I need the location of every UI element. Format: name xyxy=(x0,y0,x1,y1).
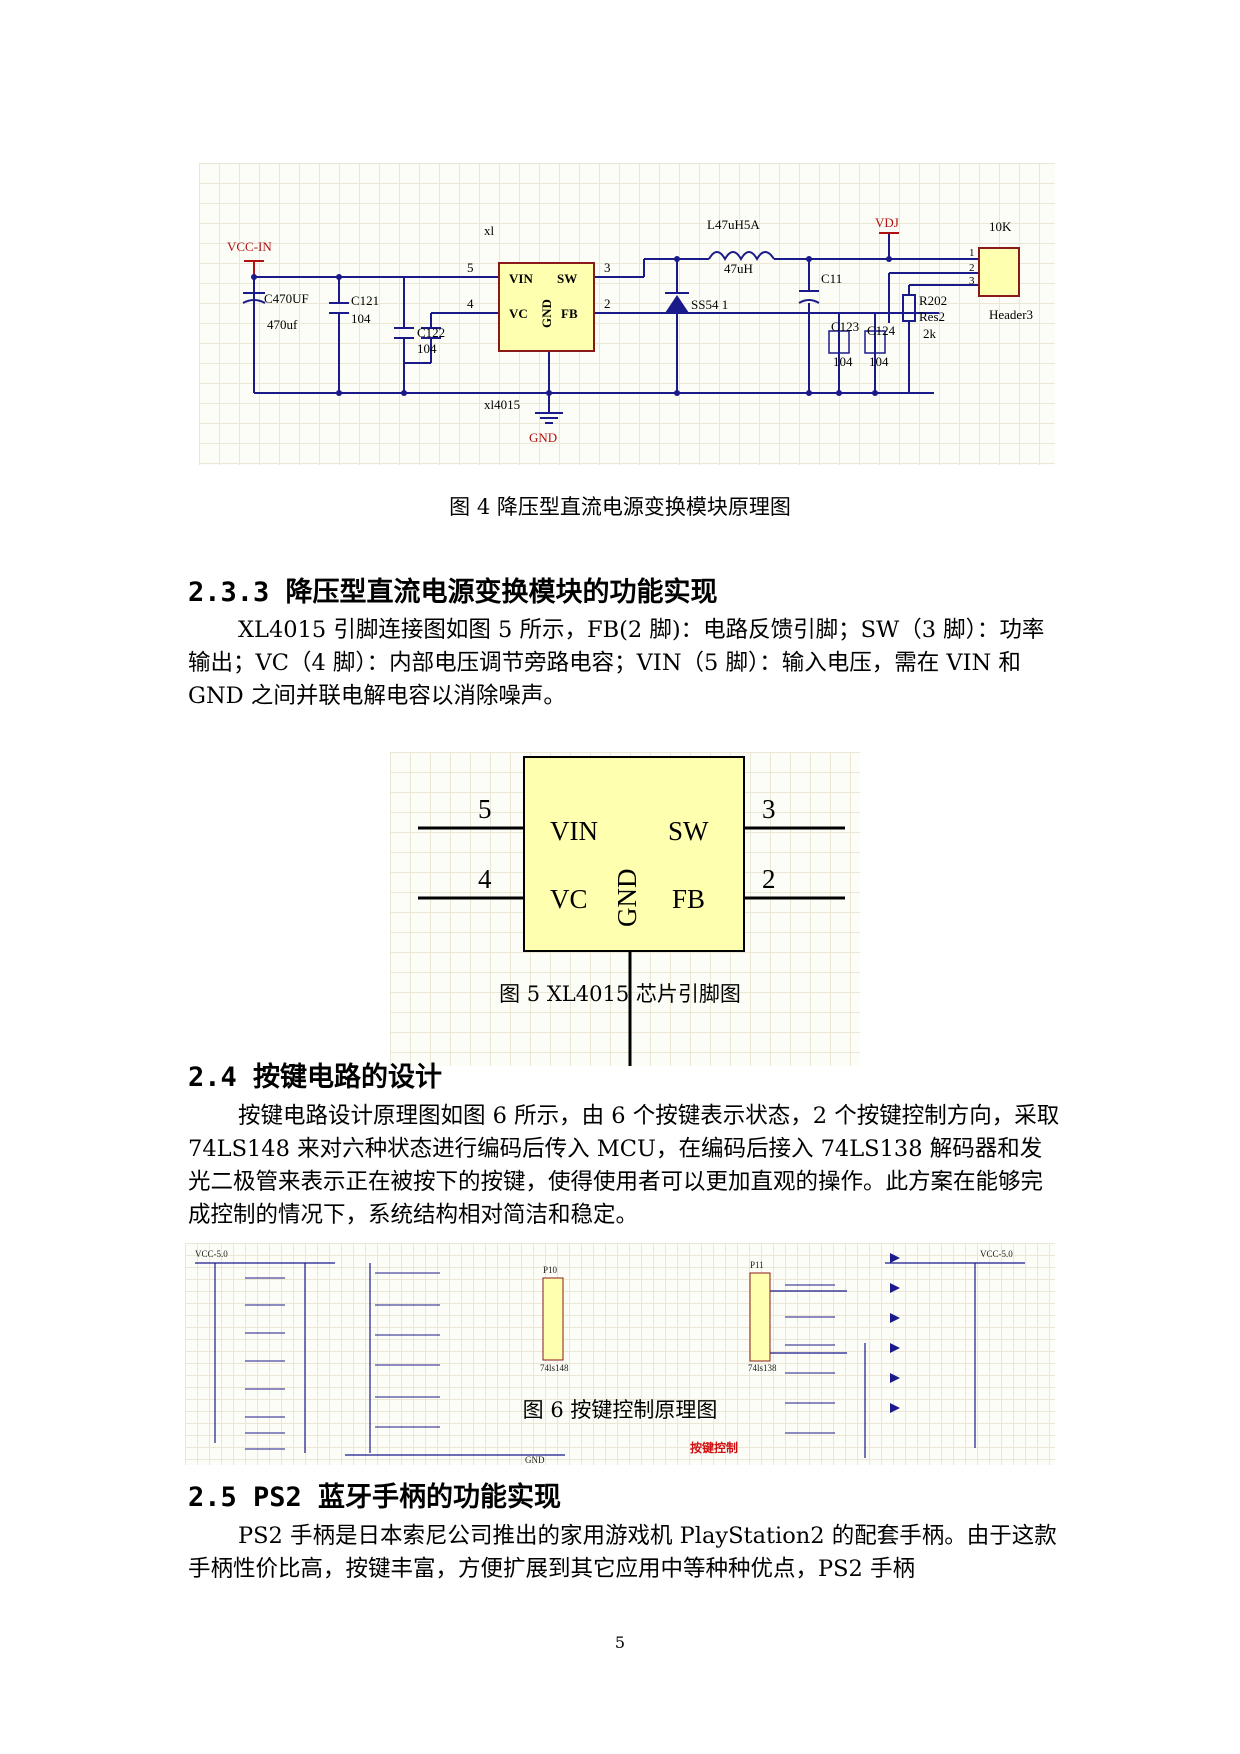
paragraph-text: PS2 手柄是日本索尼公司推出的家用游戏机 PlayStation2 的配套手柄… xyxy=(188,1523,1057,1582)
label-c122-val: 104 xyxy=(417,341,437,356)
xl4015-chip xyxy=(523,756,745,952)
figure6-schematic: VCC-5.0 VCC-5.0 GND P10 P11 74ls148 74ls… xyxy=(185,1243,1055,1465)
pin-number-5: 5 xyxy=(478,794,492,824)
chip-pin-vc: VC xyxy=(509,306,528,321)
figure5-svg: VIN SW VC FB GND 5 3 4 2 xyxy=(418,756,845,1066)
header-pin-1: 1 xyxy=(969,247,975,259)
pin-num-2: 2 xyxy=(604,296,611,311)
label-vcc-right: VCC-5.0 xyxy=(980,1249,1013,1259)
label-c470-val: 470uf xyxy=(267,317,298,332)
section-2-4-heading: 2.4 按键电路的设计 xyxy=(188,1062,443,1093)
figure4-caption: 图 4 降压型直流电源变换模块原理图 xyxy=(449,495,791,519)
inductor-symbol xyxy=(708,251,775,262)
figure4-svg: VCC-IN xl xl4015 GND C470UF 470uf C121 1… xyxy=(227,215,1033,445)
label-inductor-val: 47uH xyxy=(724,261,753,276)
pin-label-vc: VC xyxy=(550,884,588,914)
label-gnd: GND xyxy=(529,430,557,445)
pin-label-gnd: GND xyxy=(612,869,642,928)
label-vcc-in: VCC-IN xyxy=(227,239,272,254)
section-2-5-paragraph: PS2 手柄是日本索尼公司推出的家用游戏机 PlayStation2 的配套手柄… xyxy=(188,1520,1060,1586)
chip-pin-sw: SW xyxy=(557,271,577,286)
paragraph-text: 按键电路设计原理图如图 6 所示，由 6 个按键表示状态，2 个按键控制方向，采… xyxy=(188,1103,1060,1228)
label-c121-val: 104 xyxy=(351,311,371,326)
figure6-caption: 图 6 按键控制原理图 xyxy=(522,1398,718,1422)
pin-label-vin: VIN xyxy=(550,816,598,846)
figure4-schematic: VCC-IN xl xl4015 GND C470UF 470uf C121 1… xyxy=(199,163,1055,465)
label-vdj: VDJ xyxy=(875,215,899,230)
section-2-5-heading: 2.5 PS2 蓝牙手柄的功能实现 xyxy=(188,1482,562,1513)
label-p10: P10 xyxy=(543,1265,558,1275)
pin-number-4: 4 xyxy=(478,864,492,894)
pin-label-fb: FB xyxy=(672,884,705,914)
page-number: 5 xyxy=(614,1633,626,1652)
pin-label-sw: SW xyxy=(668,816,709,846)
label-header-10k: 10K xyxy=(989,219,1012,234)
r202-symbol xyxy=(902,294,916,322)
section-2-4-paragraph: 按键电路设计原理图如图 6 所示，由 6 个按键表示状态，2 个按键控制方向，采… xyxy=(188,1100,1060,1232)
figure5-caption: 图 5 XL4015 芯片引脚图 xyxy=(499,982,741,1006)
label-chip-ref: xl xyxy=(484,223,495,238)
label-inductor-ref: L47uH5A xyxy=(707,217,760,232)
header-pin-3: 3 xyxy=(969,275,975,287)
label-chip-part: xl4015 xyxy=(484,397,520,412)
section-2-3-3-heading: 2.3.3 降压型直流电源变换模块的功能实现 xyxy=(188,577,718,608)
figure5-pin-diagram: VIN SW VC FB GND 5 3 4 2 xyxy=(390,752,860,1066)
label-c124-val: 104 xyxy=(869,354,889,369)
label-c11: C11 xyxy=(821,271,842,286)
label-c470-ref: C470UF xyxy=(264,291,309,306)
xl4015-chip-body xyxy=(498,262,595,352)
figure6-svg: VCC-5.0 VCC-5.0 GND P10 P11 74ls148 74ls… xyxy=(195,1249,1025,1465)
diode-symbol xyxy=(665,295,689,313)
pin-num-5: 5 xyxy=(467,260,474,275)
label-r202-ref: R202 xyxy=(919,293,947,308)
label-p11: P11 xyxy=(750,1260,764,1270)
label-vcc-left: VCC-5.0 xyxy=(195,1249,228,1259)
label-r202-name: Res2 xyxy=(919,309,945,324)
label-diode: SS54 1 xyxy=(691,297,728,312)
chip-pin-vin: VIN xyxy=(509,271,533,286)
header-pin-2: 2 xyxy=(969,262,975,274)
label-c123-ref: C123 xyxy=(831,319,859,334)
label-gnd: GND xyxy=(525,1455,545,1465)
label-chip-74ls148: 74ls148 xyxy=(540,1363,569,1373)
label-c122-ref: C122 xyxy=(417,325,445,340)
pin-num-3: 3 xyxy=(604,260,611,275)
chip-pin-fb: FB xyxy=(561,306,578,321)
label-c123-val: 104 xyxy=(833,354,853,369)
pin-number-2: 2 xyxy=(762,864,776,894)
paragraph-text: XL4015 引脚连接图如图 5 所示，FB(2 脚)：电路反馈引脚；SW（3 … xyxy=(188,617,1045,709)
section-2-3-3-paragraph: XL4015 引脚连接图如图 5 所示，FB(2 脚)：电路反馈引脚；SW（3 … xyxy=(188,614,1060,713)
label-c124-ref: C124 xyxy=(867,323,896,338)
chip-pin-gnd: GND xyxy=(539,299,554,328)
label-chip-74ls138: 74ls138 xyxy=(748,1363,777,1373)
label-c121-ref: C121 xyxy=(351,293,379,308)
label-r202-val: 2k xyxy=(923,326,937,341)
header3-body xyxy=(978,247,1020,297)
pin-num-4: 4 xyxy=(467,296,474,311)
label-title-red: 按键控制 xyxy=(690,1440,738,1455)
label-header-ref: Header3 xyxy=(989,307,1033,322)
pin-number-3: 3 xyxy=(762,794,776,824)
